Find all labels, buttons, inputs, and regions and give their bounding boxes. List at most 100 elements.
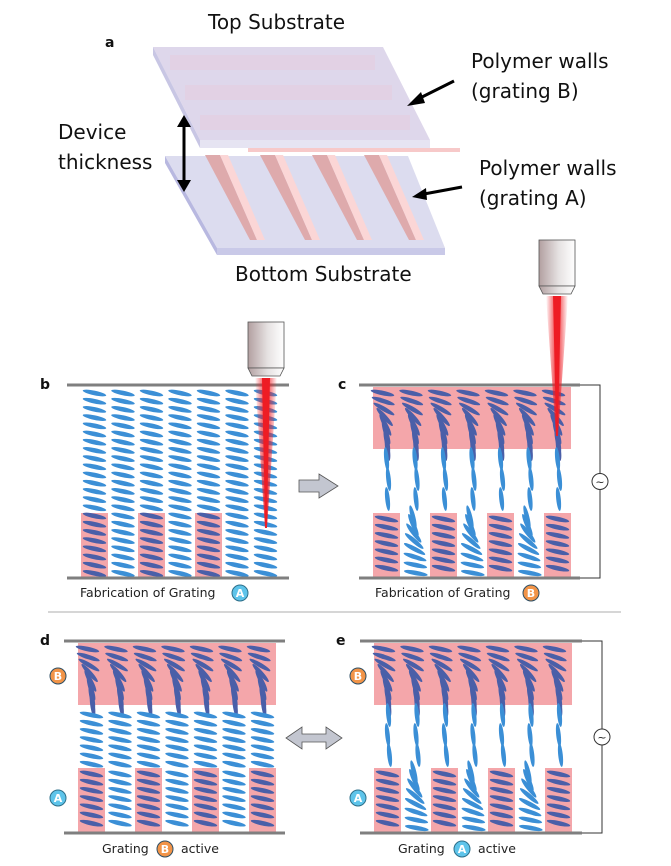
lc-molecule [250, 752, 275, 760]
lc-molecule [82, 520, 107, 528]
lc-molecule [441, 437, 448, 461]
lc-molecule [485, 396, 509, 406]
lc-molecule [545, 540, 570, 547]
caption-b: Fabrication of Grating A [80, 584, 249, 602]
lc-molecule [374, 548, 399, 556]
lc-molecule [196, 545, 221, 553]
lc-molecule [196, 414, 221, 421]
lc-molecule [79, 795, 104, 802]
lc-molecule [139, 430, 164, 438]
lc-molecule [517, 552, 541, 562]
side-badge-d-bottom: A [54, 792, 63, 805]
lc-molecule [225, 463, 249, 471]
lc-molecule [79, 787, 104, 794]
polymer-walls-a-label-1: Polymer walls [479, 156, 617, 180]
lc-molecule [111, 422, 135, 430]
lc-molecule [225, 447, 249, 454]
lc-molecule [409, 768, 420, 792]
lc-molecule [489, 787, 514, 794]
lc-molecule [375, 795, 400, 802]
lc-molecule [527, 723, 533, 747]
lc-molecule [374, 523, 399, 531]
lc-molecule [82, 504, 107, 512]
lc-molecule [431, 556, 456, 564]
lc-molecule [165, 795, 189, 802]
lc-molecule [498, 723, 505, 747]
lc-molecule [79, 760, 104, 768]
lc-molecule [408, 670, 421, 692]
lc-molecule [545, 564, 570, 572]
lc-molecule [168, 479, 192, 487]
caption-b-text: Fabrication of Grating [80, 585, 215, 600]
ac-symbol: ~ [595, 476, 604, 489]
lc-molecule [133, 652, 157, 662]
lc-molecule [491, 663, 508, 683]
lc-molecule [375, 803, 400, 811]
lc-molecule [546, 778, 571, 786]
lc-molecule [225, 471, 249, 479]
lc-molecule [111, 471, 135, 479]
lc-molecule [527, 437, 533, 461]
lc-molecule [384, 437, 391, 461]
lc-molecule [513, 389, 537, 397]
device-thickness-label-2: thickness [58, 150, 152, 174]
caption-c-text: Fabrication of Grating [375, 585, 510, 600]
lc-molecule [82, 512, 107, 520]
lc-molecule [249, 658, 271, 672]
lc-molecule [196, 529, 221, 536]
lc-molecule [108, 736, 132, 743]
lc-molecule [168, 537, 192, 544]
lc-molecule [82, 561, 107, 569]
lc-molecule [108, 811, 132, 819]
lc-molecule [432, 787, 457, 794]
lc-molecule [459, 658, 481, 672]
lc-molecule [111, 463, 135, 471]
lc-molecule [136, 711, 161, 719]
lc-molecule [432, 770, 457, 778]
caption-d: Grating B active [102, 840, 219, 858]
lc-molecule [106, 658, 128, 672]
lc-molecule [457, 645, 481, 653]
lc-molecule [111, 488, 135, 495]
lc-molecule [472, 743, 478, 767]
lc-molecule [528, 467, 534, 491]
lc-molecule [111, 570, 135, 577]
lc-molecule [108, 778, 132, 786]
lc-molecule [431, 564, 456, 572]
lc-molecule [141, 670, 154, 692]
lc-molecule [432, 819, 457, 827]
lc-molecule [528, 703, 534, 727]
lc-molecule [168, 570, 192, 577]
lc-molecule [139, 463, 164, 471]
lc-molecule [518, 807, 542, 817]
lc-molecule [225, 488, 249, 495]
panel-label-b: b [40, 377, 50, 393]
lc-molecule [546, 811, 571, 819]
lc-molecule [168, 455, 192, 462]
lc-molecule [82, 570, 107, 577]
lc-molecule [493, 414, 506, 436]
lc-molecule [440, 447, 447, 471]
lc-molecule [470, 487, 476, 511]
lc-molecule [225, 504, 249, 512]
lc-molecule [82, 479, 107, 487]
lc-molecule [545, 556, 570, 564]
lc-molecule [469, 447, 475, 471]
right-arrow-icon [298, 473, 339, 499]
lc-molecule [222, 803, 246, 811]
lc-molecule [222, 752, 246, 760]
lc-molecule [462, 788, 482, 804]
lc-molecule [430, 402, 452, 416]
side-badge-e-top: B [354, 670, 362, 683]
lc-molecule [139, 479, 164, 487]
badge-a-icon [453, 840, 471, 858]
lc-molecule [82, 447, 107, 454]
lc-molecule [105, 652, 129, 662]
lc-molecule [437, 670, 450, 692]
badge-b-caption-letter: A [236, 587, 245, 600]
lc-molecule [412, 447, 418, 471]
lc-molecule [168, 471, 192, 479]
lc-molecule [165, 770, 189, 778]
caption-d-post: active [181, 841, 219, 856]
lc-molecule [404, 824, 429, 832]
